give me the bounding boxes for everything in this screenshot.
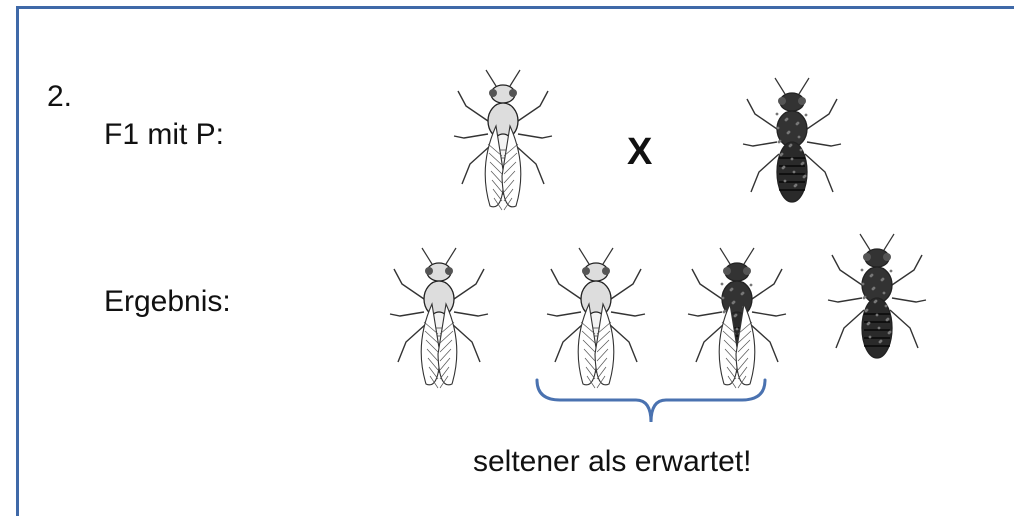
offspring-fly-dark-body-normal-wings-icon — [682, 244, 792, 394]
frame-top-border — [16, 6, 1014, 9]
frame-left-border — [16, 6, 19, 516]
cross-operator: X — [627, 133, 652, 171]
parent-fly-dark-mutant-icon — [737, 74, 847, 224]
offspring-fly-normal-icon — [541, 244, 651, 394]
result-label: Ergebnis: — [104, 287, 231, 317]
parent-fly-normal-icon — [448, 66, 558, 216]
offspring-fly-dark-mutant-icon — [822, 230, 932, 380]
offspring-fly-normal-icon — [384, 244, 494, 394]
step-number: 2. — [47, 82, 72, 112]
curly-brace-icon — [532, 378, 770, 428]
cross-label: F1 mit P: — [104, 120, 224, 150]
bracket-note: seltener als erwartet! — [473, 447, 751, 477]
